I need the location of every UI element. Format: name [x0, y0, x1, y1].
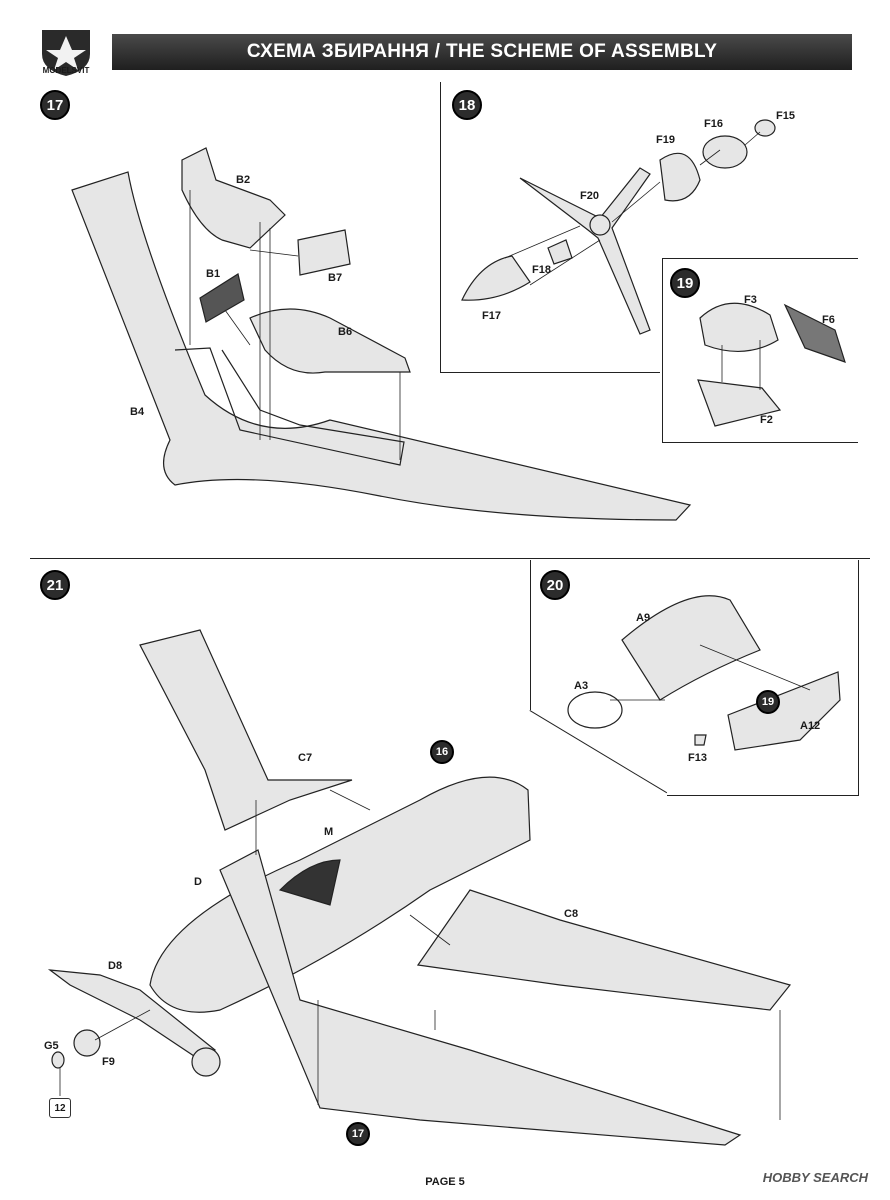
- label-b4: B4: [130, 406, 145, 418]
- part-b6: [249, 308, 411, 374]
- label-f16: F16: [704, 118, 723, 130]
- part-a9: [621, 595, 761, 701]
- step-19-ref-badge: 19: [756, 690, 780, 714]
- upper-wing-c7: [139, 629, 353, 831]
- label-b6: B6: [338, 326, 353, 338]
- step20-box-top: [530, 560, 531, 710]
- label-d: D: [194, 876, 202, 888]
- label-b1: B1: [206, 268, 221, 280]
- label-d8: D8: [108, 960, 123, 972]
- step19-box-top: [662, 258, 858, 259]
- label-f6: F6: [822, 314, 835, 326]
- step-18-badge: 18: [452, 90, 482, 120]
- spinner-f17: [461, 255, 531, 301]
- watermark: HOBBY SEARCH: [762, 1170, 868, 1185]
- label-f9: F9: [102, 1056, 115, 1068]
- page-number: PAGE 5: [425, 1176, 465, 1188]
- label-a9: A9: [636, 612, 651, 624]
- step-16-ref-badge: 16: [430, 740, 454, 764]
- part-f16: [702, 135, 748, 169]
- step20-box-right: [858, 560, 859, 796]
- step19-box-left: [662, 258, 663, 442]
- part-g5: [51, 1051, 65, 1069]
- fuselage: [149, 776, 531, 1013]
- step20-box-bottom: [667, 795, 859, 796]
- step-21-badge: 21: [40, 570, 70, 600]
- label-b7: B7: [328, 272, 343, 284]
- prop-f20: [519, 167, 651, 335]
- step-19-badge: 19: [670, 268, 700, 298]
- part-f13: [694, 734, 707, 746]
- label-f2: F2: [760, 414, 773, 426]
- label-f19: F19: [656, 134, 675, 146]
- part-f6: [783, 303, 846, 363]
- label-b2: B2: [236, 174, 251, 186]
- part-f3: [699, 302, 779, 353]
- part-b1: [199, 273, 245, 323]
- label-f18: F18: [532, 264, 551, 276]
- wing-c8: [416, 889, 792, 1011]
- label-g5: G5: [44, 1040, 59, 1052]
- wheel: [191, 1047, 221, 1077]
- part-a3: [567, 691, 623, 729]
- lower-wing: [219, 849, 742, 1146]
- divider-step18-bottom: [440, 372, 660, 373]
- label-c8: C8: [564, 908, 579, 920]
- ref-box-12: 12: [49, 1098, 71, 1118]
- label-c7: C7: [298, 752, 313, 764]
- label-a3: A3: [574, 680, 589, 692]
- part-b7: [297, 229, 351, 276]
- step-20-badge: 20: [540, 570, 570, 600]
- step19-box-bottom: [662, 442, 858, 443]
- label-f3: F3: [744, 294, 757, 306]
- page-title: СХЕМА ЗБИРАННЯ / THE SCHEME OF ASSEMBLY: [112, 34, 852, 70]
- label-f17: F17: [482, 310, 501, 322]
- step-17-ref-badge: 17: [346, 1122, 370, 1146]
- label-f15: F15: [776, 110, 795, 122]
- label-f13: F13: [688, 752, 707, 764]
- part-f19: [659, 152, 701, 202]
- part-b2: [181, 147, 286, 249]
- part-f2: [697, 379, 782, 427]
- modelsvit-logo: [42, 30, 90, 76]
- divider-middle: [30, 558, 870, 559]
- cockpit-canopy: [278, 859, 341, 906]
- label-m: M: [324, 826, 334, 838]
- label-f20: F20: [580, 190, 599, 202]
- lower-wing-b4: [71, 171, 692, 521]
- spinner-f9: [73, 1029, 101, 1057]
- step-17-badge: 17: [40, 90, 70, 120]
- part-a12: [727, 671, 841, 751]
- logo-text: MODELSVIT: [42, 66, 90, 75]
- hub: [589, 214, 611, 236]
- label-a12: A12: [800, 720, 821, 732]
- divider-step18-left: [440, 82, 441, 372]
